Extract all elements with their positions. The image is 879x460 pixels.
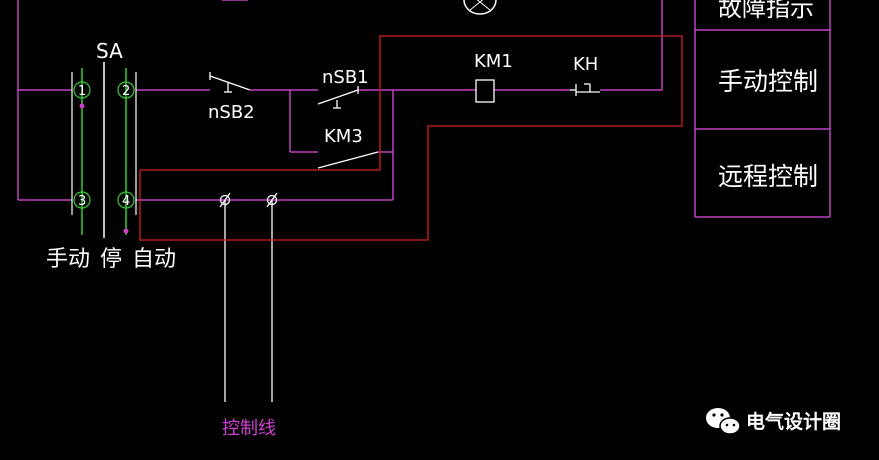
stop-label: 停 (100, 247, 122, 272)
km1-coil (475, 79, 495, 103)
km3-contact (317, 151, 379, 169)
manual-label: 手动 (46, 247, 90, 272)
red-loop (139, 35, 683, 241)
panel-manual-label: 手动控制 (718, 67, 818, 96)
sa-contacts (71, 72, 137, 215)
sa-label: SA (96, 39, 123, 63)
magenta-wiring (17, 0, 663, 201)
auto-label: 自动 (132, 247, 176, 272)
terminal-2 (266, 194, 278, 206)
panel-boxes (694, 0, 831, 218)
contact-1-circle (73, 81, 91, 99)
terminal-1 (219, 194, 231, 206)
nsb1-label: nSB1 (322, 67, 369, 88)
kh-label: KH (573, 54, 598, 75)
km3-label: KM3 (324, 126, 363, 147)
kh-contact (570, 83, 600, 96)
contact-4-circle (117, 191, 135, 209)
panel-fault-label: 故障指示 (718, 0, 814, 22)
nsb2-button (209, 72, 251, 93)
control-line-label: 控制线 (222, 418, 276, 439)
contact-1-number: 1 (78, 84, 86, 99)
km1-label: KM1 (474, 51, 513, 72)
lamp-cross-b (469, 0, 484, 11)
control-terminals (219, 192, 278, 402)
wechat-icon (706, 408, 741, 435)
contact-3-circle (73, 191, 91, 209)
contact-2-number: 2 (122, 84, 130, 99)
contact-2-circle (117, 81, 135, 99)
watermark-text: 电气设计圈 (746, 410, 841, 433)
contact-3-number: 3 (78, 194, 86, 209)
indicator-lamp (463, 0, 497, 15)
nsb1-button (317, 86, 359, 109)
nsb2-label: nSB2 (208, 102, 255, 123)
dot-auto (123, 228, 129, 234)
dot-manual (79, 103, 85, 109)
contact-4-number: 4 (122, 194, 130, 209)
panel-remote-label: 远程控制 (718, 162, 818, 191)
red-wiring (139, 35, 683, 241)
selector-switch-sa (81, 62, 127, 238)
